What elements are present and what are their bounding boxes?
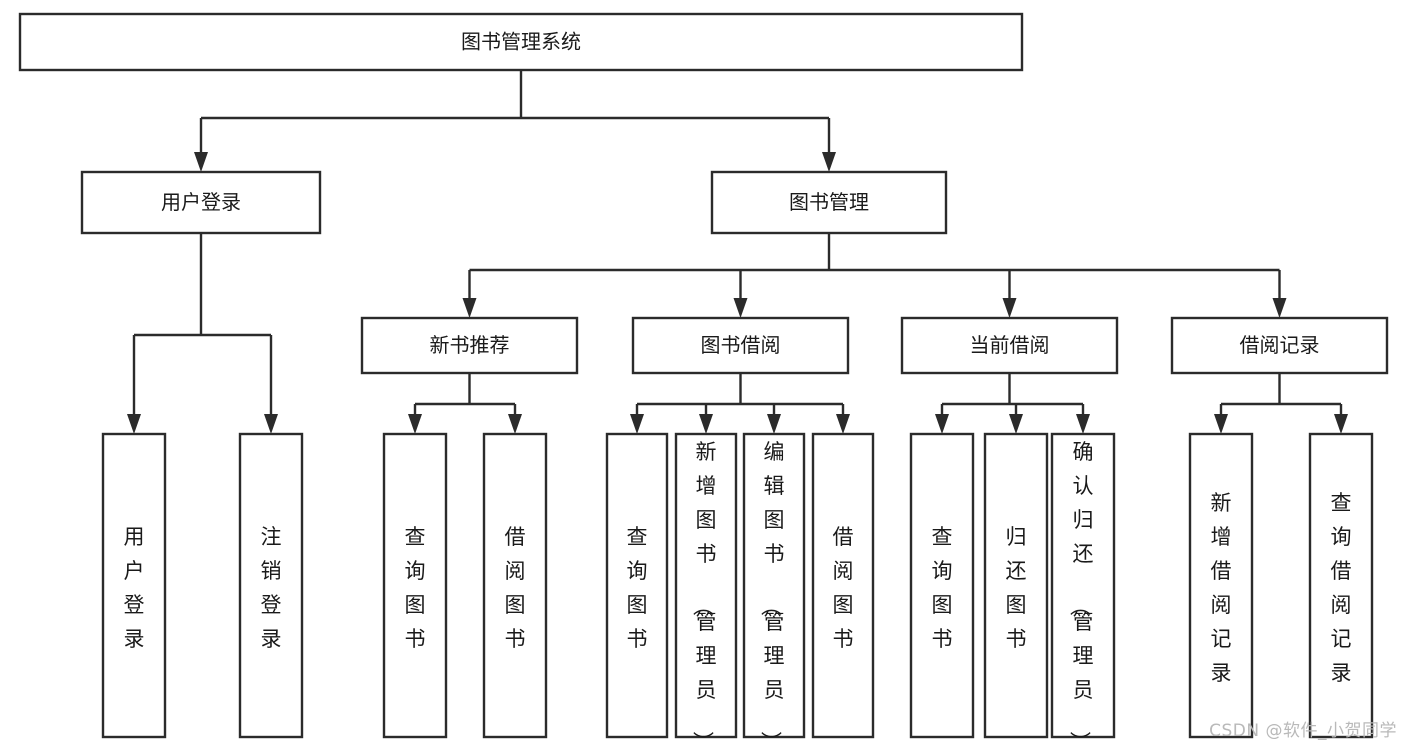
- book-borrow-to-leaves-arrowhead-3: [836, 414, 850, 434]
- node-book-manage-box[interactable]: [710, 170, 948, 235]
- node-leaf-add-book-box[interactable]: [674, 432, 738, 739]
- node-leaf-borrow-book-1-label: 借阅图书: [505, 525, 526, 651]
- node-leaf-logout-label: 注销登录: [261, 525, 282, 651]
- node-leaf-query-book-3-label: 查询图书: [932, 525, 953, 651]
- book-manage-to-level3-arrowhead-3: [1272, 298, 1287, 318]
- node-leaf-add-record-box[interactable]: [1188, 432, 1254, 739]
- node-layer: 图书管理系统用户登录图书管理新书推荐图书借阅当前借阅借阅记录用户登录注销登录查询…: [18, 12, 1389, 747]
- connector-layer: [127, 70, 1348, 434]
- node-leaf-user-login[interactable]: 用户登录: [101, 432, 167, 739]
- node-leaf-edit-book-label: 编辑图书（管理员）: [759, 440, 785, 747]
- node-leaf-logout-box[interactable]: [238, 432, 304, 739]
- node-leaf-borrow-book-2[interactable]: 借阅图书: [811, 432, 875, 739]
- node-leaf-edit-book[interactable]: 编辑图书（管理员）: [742, 432, 806, 747]
- node-leaf-confirm-return-box[interactable]: [1050, 432, 1116, 739]
- node-new-book-rec[interactable]: 新书推荐: [360, 316, 579, 375]
- node-leaf-query-book-3-box[interactable]: [909, 432, 975, 739]
- csdn-watermark: CSDN @软件_小贺同学: [1209, 721, 1397, 741]
- node-borrow-record[interactable]: 借阅记录: [1170, 316, 1389, 375]
- user-login-to-leaves-arrowhead-1: [264, 414, 278, 434]
- node-leaf-user-login-label: 用户登录: [124, 525, 145, 651]
- book-manage-to-level3-arrowhead-2: [1002, 298, 1017, 318]
- node-user-login[interactable]: 用户登录: [80, 170, 322, 235]
- node-leaf-borrow-book-2-box[interactable]: [811, 432, 875, 739]
- user-login-to-leaves-arrowhead-0: [127, 414, 141, 434]
- node-book-manage[interactable]: 图书管理: [710, 170, 948, 235]
- node-leaf-query-book-1[interactable]: 查询图书: [382, 432, 448, 739]
- node-new-book-rec-label: 新书推荐: [430, 333, 510, 357]
- new-book-rec-to-leaves-arrowhead-1: [508, 414, 522, 434]
- node-leaf-query-book-2[interactable]: 查询图书: [605, 432, 669, 739]
- node-leaf-confirm-return[interactable]: 确认归还（管理员）: [1050, 432, 1116, 747]
- node-root-box[interactable]: [18, 12, 1024, 72]
- node-leaf-logout[interactable]: 注销登录: [238, 432, 304, 739]
- node-book-borrow[interactable]: 图书借阅: [631, 316, 850, 375]
- book-borrow-to-leaves-arrowhead-0: [630, 414, 644, 434]
- node-book-borrow-label: 图书借阅: [701, 333, 781, 357]
- root-to-level2-arrowhead-1: [822, 152, 836, 172]
- node-leaf-query-record-label: 查询借阅记录: [1331, 491, 1352, 685]
- node-leaf-return-book-label: 归还图书: [1006, 525, 1027, 651]
- node-book-borrow-box[interactable]: [631, 316, 850, 375]
- node-leaf-return-book[interactable]: 归还图书: [983, 432, 1049, 739]
- node-borrow-record-label: 借阅记录: [1240, 333, 1320, 357]
- current-borrow-to-leaves-arrowhead-2: [1076, 414, 1090, 434]
- node-leaf-query-book-1-box[interactable]: [382, 432, 448, 739]
- node-leaf-query-record-box[interactable]: [1308, 432, 1374, 739]
- node-leaf-query-book-1-label: 查询图书: [405, 525, 426, 651]
- current-borrow-to-leaves-arrowhead-0: [935, 414, 949, 434]
- borrow-record-to-leaves-arrowhead-0: [1214, 414, 1228, 434]
- node-new-book-rec-box[interactable]: [360, 316, 579, 375]
- borrow-record-to-leaves-arrowhead-1: [1334, 414, 1348, 434]
- node-user-login-label: 用户登录: [161, 190, 241, 214]
- node-leaf-edit-book-box[interactable]: [742, 432, 806, 739]
- node-leaf-add-book-label: 新增图书（管理员）: [691, 440, 717, 747]
- book-manage-to-level3-arrowhead-0: [462, 298, 477, 318]
- node-leaf-query-book-2-label: 查询图书: [627, 525, 648, 651]
- new-book-rec-to-leaves-arrowhead-0: [408, 414, 422, 434]
- book-borrow-to-leaves-arrowhead-1: [699, 414, 713, 434]
- book-manage-to-level3-arrowhead-1: [733, 298, 748, 318]
- node-current-borrow-label: 当前借阅: [970, 333, 1050, 357]
- node-current-borrow-box[interactable]: [900, 316, 1119, 375]
- node-leaf-borrow-book-1-box[interactable]: [482, 432, 548, 739]
- node-leaf-query-book-2-box[interactable]: [605, 432, 669, 739]
- node-current-borrow[interactable]: 当前借阅: [900, 316, 1119, 375]
- root-to-level2-arrowhead-0: [194, 152, 208, 172]
- node-borrow-record-box[interactable]: [1170, 316, 1389, 375]
- node-leaf-user-login-box[interactable]: [101, 432, 167, 739]
- book-borrow-to-leaves-arrowhead-2: [767, 414, 781, 434]
- node-leaf-add-book[interactable]: 新增图书（管理员）: [674, 432, 738, 747]
- node-leaf-borrow-book-1[interactable]: 借阅图书: [482, 432, 548, 739]
- node-user-login-box[interactable]: [80, 170, 322, 235]
- node-leaf-return-book-box[interactable]: [983, 432, 1049, 739]
- node-leaf-add-record[interactable]: 新增借阅记录: [1188, 432, 1254, 739]
- node-root[interactable]: 图书管理系统: [18, 12, 1024, 72]
- current-borrow-to-leaves-arrowhead-1: [1009, 414, 1023, 434]
- node-leaf-confirm-return-label: 确认归还（管理员）: [1068, 440, 1094, 747]
- node-leaf-borrow-book-2-label: 借阅图书: [833, 525, 854, 651]
- node-leaf-query-record[interactable]: 查询借阅记录: [1308, 432, 1374, 739]
- node-root-label: 图书管理系统: [461, 30, 581, 54]
- node-book-manage-label: 图书管理: [789, 190, 869, 214]
- node-leaf-query-book-3[interactable]: 查询图书: [909, 432, 975, 739]
- node-leaf-add-record-label: 新增借阅记录: [1211, 491, 1232, 685]
